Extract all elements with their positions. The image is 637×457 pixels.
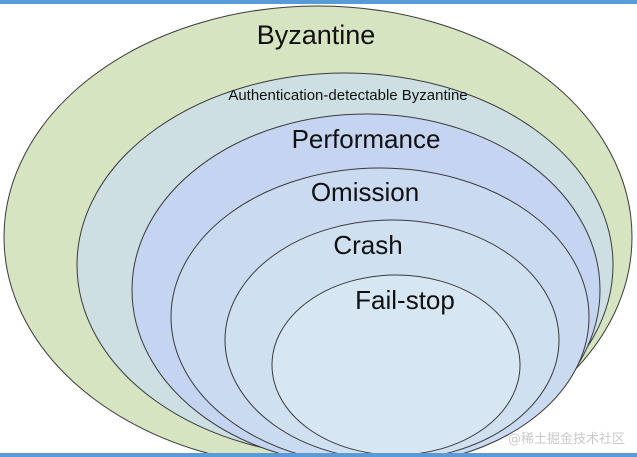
bottom-border: [0, 453, 637, 457]
label-omission: Omission: [311, 177, 419, 207]
label-crash: Crash: [333, 230, 402, 260]
label-fail-stop: Fail-stop: [355, 285, 455, 315]
label-auth-byzantine: Authentication-detectable Byzantine: [228, 87, 467, 104]
watermark-text: @稀土掘金技术社区: [507, 432, 625, 447]
label-performance: Performance: [292, 124, 441, 154]
top-border: [0, 0, 637, 4]
label-byzantine: Byzantine: [257, 20, 376, 50]
